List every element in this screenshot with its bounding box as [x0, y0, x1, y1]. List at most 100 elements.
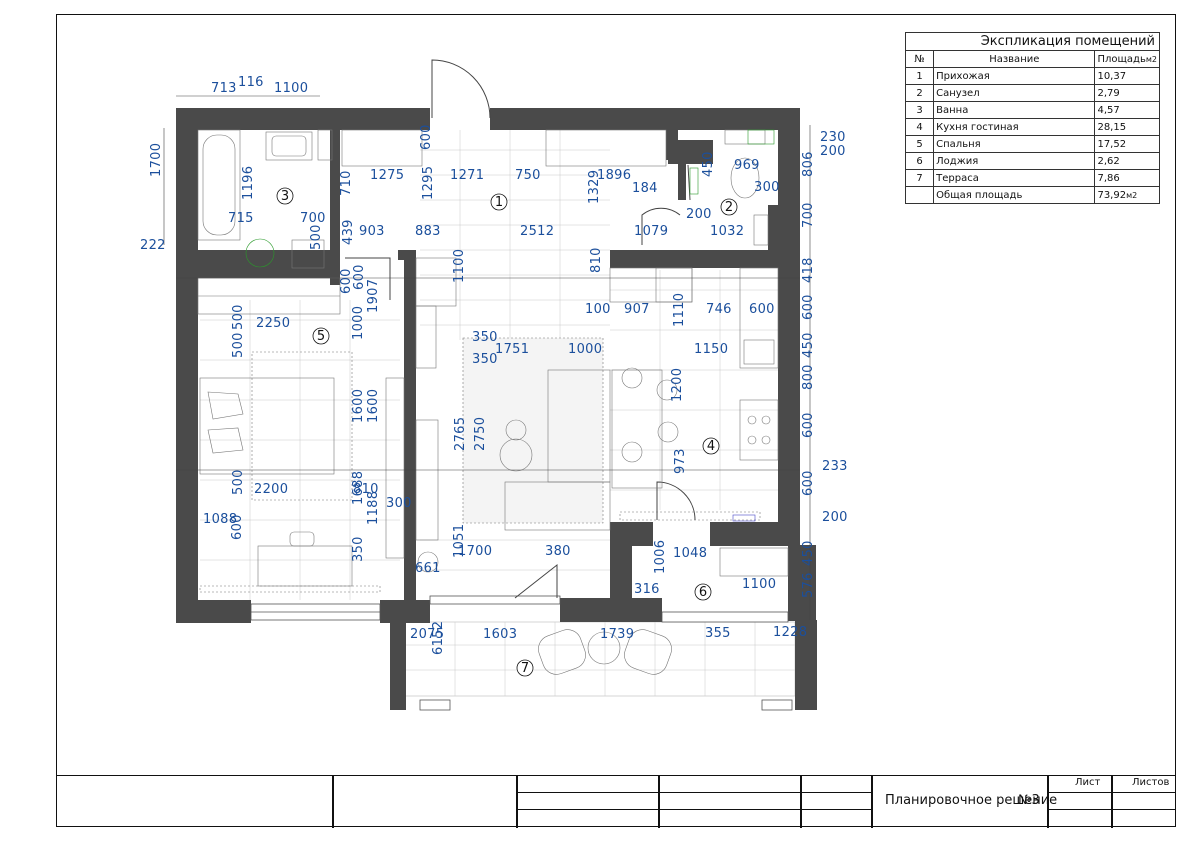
- dimension-label: 116: [238, 75, 264, 90]
- dimension-label: 184: [632, 181, 658, 196]
- col-name-header: Название: [933, 50, 1096, 68]
- explication-cell-num: 5: [904, 135, 935, 153]
- explication-cell-num: 4: [904, 118, 935, 136]
- dimension-label: 450: [801, 332, 816, 358]
- dimension-label: 6152: [431, 621, 446, 655]
- total-label: Общая площадь: [933, 186, 1096, 204]
- dimension-label: 1000: [351, 306, 366, 340]
- dimension-label: 1051: [452, 524, 467, 558]
- sheets-label: Листов: [1132, 777, 1170, 788]
- dimension-label: 1896: [597, 168, 631, 183]
- floor-tiles: [200, 130, 780, 600]
- col-num-header: №: [904, 50, 935, 68]
- dimension-label: 810: [353, 482, 379, 497]
- explication-cell-area: 28,15: [1094, 118, 1160, 136]
- dimension-label: 1329: [587, 170, 602, 204]
- explication-cell-name: Лоджия: [933, 152, 1096, 170]
- dimension-label: 2765: [453, 417, 468, 451]
- dimension-label: 200: [686, 207, 712, 222]
- dimension-label: 350: [351, 536, 366, 562]
- explication-cell-num: 7: [904, 169, 935, 187]
- dimension-label: 1603: [483, 627, 517, 642]
- explication-cell-name: Кухня гостиная: [933, 118, 1096, 136]
- dimension-label: 973: [673, 448, 688, 474]
- dimension-label: 600: [801, 470, 816, 496]
- dimension-label: 715: [228, 211, 254, 226]
- dimension-label: 1295: [421, 166, 436, 200]
- dimension-label: 600: [801, 294, 816, 320]
- dimension-label: 1100: [274, 81, 308, 96]
- walls: [176, 108, 817, 710]
- dimension-label: 1700: [149, 143, 164, 177]
- dimension-label: 883: [415, 224, 441, 239]
- windows: [250, 595, 793, 711]
- dimension-label: 1032: [710, 224, 744, 239]
- dimension-label: 710: [339, 170, 354, 196]
- dimension-label: 1048: [673, 546, 707, 561]
- dimension-label: 600: [749, 302, 775, 317]
- total-area: 73,92м2: [1094, 186, 1160, 204]
- dimension-label: 230: [820, 130, 846, 145]
- dimension-label: 100: [585, 302, 611, 317]
- room-markers: [276, 187, 738, 677]
- explication-cell-name: Ванна: [933, 101, 1096, 119]
- dimension-label: 350: [472, 352, 498, 367]
- dimension-lines: [163, 95, 811, 620]
- dimension-label: 450: [701, 151, 716, 177]
- explication-cell-area: 7,86: [1094, 169, 1160, 187]
- dimension-label: 2200: [254, 482, 288, 497]
- bathroom-fixtures: [197, 129, 775, 269]
- room-marker-5: 5: [317, 329, 325, 344]
- sheet-label: Лист: [1075, 777, 1101, 788]
- dimension-label: 200: [820, 144, 846, 159]
- dimension-label: 1700: [458, 544, 492, 559]
- dimension-label: 1088: [203, 512, 237, 527]
- explication-cell-name: Терраса: [933, 169, 1096, 187]
- dimension-label: 300: [386, 496, 412, 511]
- explication-cell-name: Санузел: [933, 84, 1096, 102]
- dimension-label: 1739: [600, 627, 634, 642]
- dimension-label: 233: [822, 459, 848, 474]
- dimension-label: 2512: [520, 224, 554, 239]
- room-marker-4: 4: [707, 439, 715, 454]
- dimension-label: 1000: [568, 342, 602, 357]
- explication-cell-area: 2,62: [1094, 152, 1160, 170]
- dimension-label: 1100: [452, 249, 467, 283]
- explication-cell-area: 10,37: [1094, 67, 1160, 85]
- dimension-label: 380: [545, 544, 571, 559]
- room-marker-1: 1: [495, 195, 503, 210]
- dimension-label: 1228: [773, 625, 807, 640]
- dimension-label: 2075: [410, 627, 444, 642]
- explication-cell-name: Прихожая: [933, 67, 1096, 85]
- dimension-label: 2250: [256, 316, 290, 331]
- title-block: Лист Листов Планировочное решение №3: [56, 775, 1176, 828]
- dimension-label: 576: [801, 572, 816, 598]
- dimension-label: 1196: [241, 166, 256, 200]
- dimension-label: 500: [231, 469, 246, 495]
- bedroom-furniture: [199, 351, 405, 593]
- dimension-label: 1079: [634, 224, 668, 239]
- dimension-label: 600: [801, 412, 816, 438]
- dimension-label: 500: [231, 332, 246, 358]
- dimension-label: 2750: [473, 417, 488, 451]
- dimension-label: 600: [230, 514, 245, 540]
- dimension-label: 1907: [366, 279, 381, 313]
- explication-cell-num: 3: [904, 101, 935, 119]
- dimension-label: 600: [419, 124, 434, 150]
- dimension-label: 1110: [672, 293, 687, 327]
- dimension-label: 500: [309, 224, 324, 250]
- doors: [345, 59, 696, 599]
- dimension-label: 750: [515, 168, 541, 183]
- drawing-frame: [56, 14, 1176, 827]
- wardrobes: [197, 257, 693, 541]
- dimension-label: 500: [231, 304, 246, 330]
